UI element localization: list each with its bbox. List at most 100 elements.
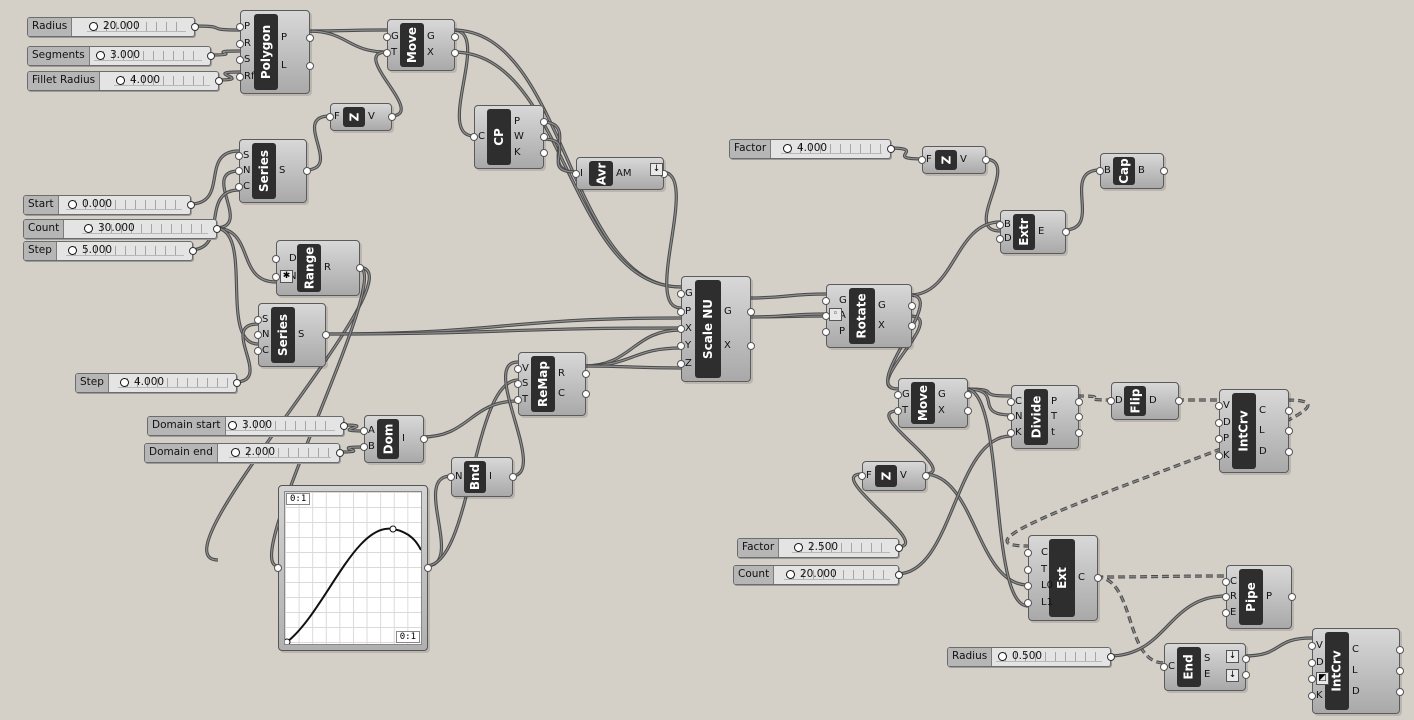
input-grip[interactable]: [1007, 397, 1015, 406]
input-grip[interactable]: [514, 395, 522, 404]
input-grip[interactable]: [858, 472, 866, 480]
output-grip[interactable]: [1160, 167, 1168, 175]
output-grip[interactable]: [964, 407, 972, 415]
output-grip[interactable]: [895, 544, 903, 552]
input-grip[interactable]: [235, 167, 243, 175]
input-grip[interactable]: [1024, 565, 1032, 574]
output-grip[interactable]: [1242, 655, 1250, 664]
slider-track[interactable]: [94, 51, 202, 61]
slider-track[interactable]: [226, 421, 335, 431]
output-grip[interactable]: [388, 113, 396, 121]
output-grip[interactable]: [509, 473, 517, 481]
output-grip[interactable]: [191, 23, 199, 31]
output-grip[interactable]: [1285, 447, 1293, 456]
input-grip[interactable]: [274, 564, 282, 572]
slider-track[interactable]: [118, 378, 228, 388]
input-grip[interactable]: [677, 342, 685, 351]
output-grip[interactable]: [451, 49, 459, 58]
output-grip[interactable]: [1285, 427, 1293, 435]
slider-track[interactable]: [66, 246, 184, 256]
output-grip[interactable]: [1075, 413, 1083, 421]
output-grip[interactable]: [908, 322, 916, 331]
output-grip[interactable]: [306, 34, 314, 43]
input-grip[interactable]: [236, 72, 244, 81]
output-grip[interactable]: [1175, 397, 1183, 405]
output-grip[interactable]: [982, 156, 990, 164]
input-grip[interactable]: [822, 327, 830, 336]
output-grip[interactable]: [420, 435, 428, 443]
slider-track[interactable]: [996, 652, 1102, 662]
slider-track[interactable]: [66, 200, 182, 210]
input-grip[interactable]: [360, 427, 368, 436]
slider-knob[interactable]: [84, 224, 93, 233]
slider-knob[interactable]: [89, 22, 98, 31]
input-grip[interactable]: [1308, 658, 1316, 667]
input-grip[interactable]: [272, 273, 280, 281]
slider-track[interactable]: [87, 22, 186, 32]
input-grip[interactable]: [1024, 548, 1032, 557]
output-grip[interactable]: [887, 145, 895, 153]
output-grip[interactable]: [540, 133, 548, 141]
output-grip[interactable]: [895, 571, 903, 579]
slider-knob[interactable]: [116, 76, 125, 85]
input-grip[interactable]: [235, 151, 243, 160]
input-grip[interactable]: [383, 49, 391, 58]
input-grip[interactable]: [1215, 435, 1223, 444]
output-grip[interactable]: [356, 264, 364, 272]
output-grip[interactable]: [922, 472, 930, 480]
input-grip[interactable]: [1024, 599, 1032, 608]
input-grip[interactable]: [677, 359, 685, 368]
input-grip[interactable]: [254, 346, 262, 355]
output-grip[interactable]: [187, 201, 195, 209]
input-grip[interactable]: [1215, 402, 1223, 411]
input-grip[interactable]: [470, 133, 478, 141]
component-range[interactable]: RangeDNR: [272, 240, 364, 296]
slider-knob[interactable]: [998, 652, 1007, 661]
input-grip[interactable]: [1215, 451, 1223, 460]
output-grip[interactable]: [215, 77, 223, 85]
input-grip[interactable]: [677, 290, 685, 299]
input-grip[interactable]: [254, 331, 262, 339]
output-grip[interactable]: [1062, 228, 1070, 236]
slider-knob[interactable]: [786, 570, 795, 579]
output-grip[interactable]: [336, 449, 344, 457]
input-grip[interactable]: [894, 391, 902, 399]
output-grip[interactable]: [582, 390, 590, 399]
slider-knob[interactable]: [68, 246, 77, 255]
output-grip[interactable]: [1285, 406, 1293, 415]
output-grip[interactable]: [207, 52, 215, 60]
input-grip[interactable]: [1215, 418, 1223, 427]
input-grip[interactable]: [996, 221, 1004, 229]
input-grip[interactable]: [272, 255, 280, 263]
slider-track[interactable]: [229, 448, 331, 458]
slider-track[interactable]: [781, 144, 882, 154]
slider-track[interactable]: [114, 76, 210, 86]
output-grip[interactable]: [540, 148, 548, 157]
input-grip[interactable]: [894, 407, 902, 415]
output-grip[interactable]: [451, 32, 459, 41]
output-grip[interactable]: [582, 369, 590, 378]
output-grip[interactable]: [964, 391, 972, 399]
output-grip[interactable]: [1094, 574, 1102, 582]
output-grip[interactable]: [189, 247, 197, 255]
